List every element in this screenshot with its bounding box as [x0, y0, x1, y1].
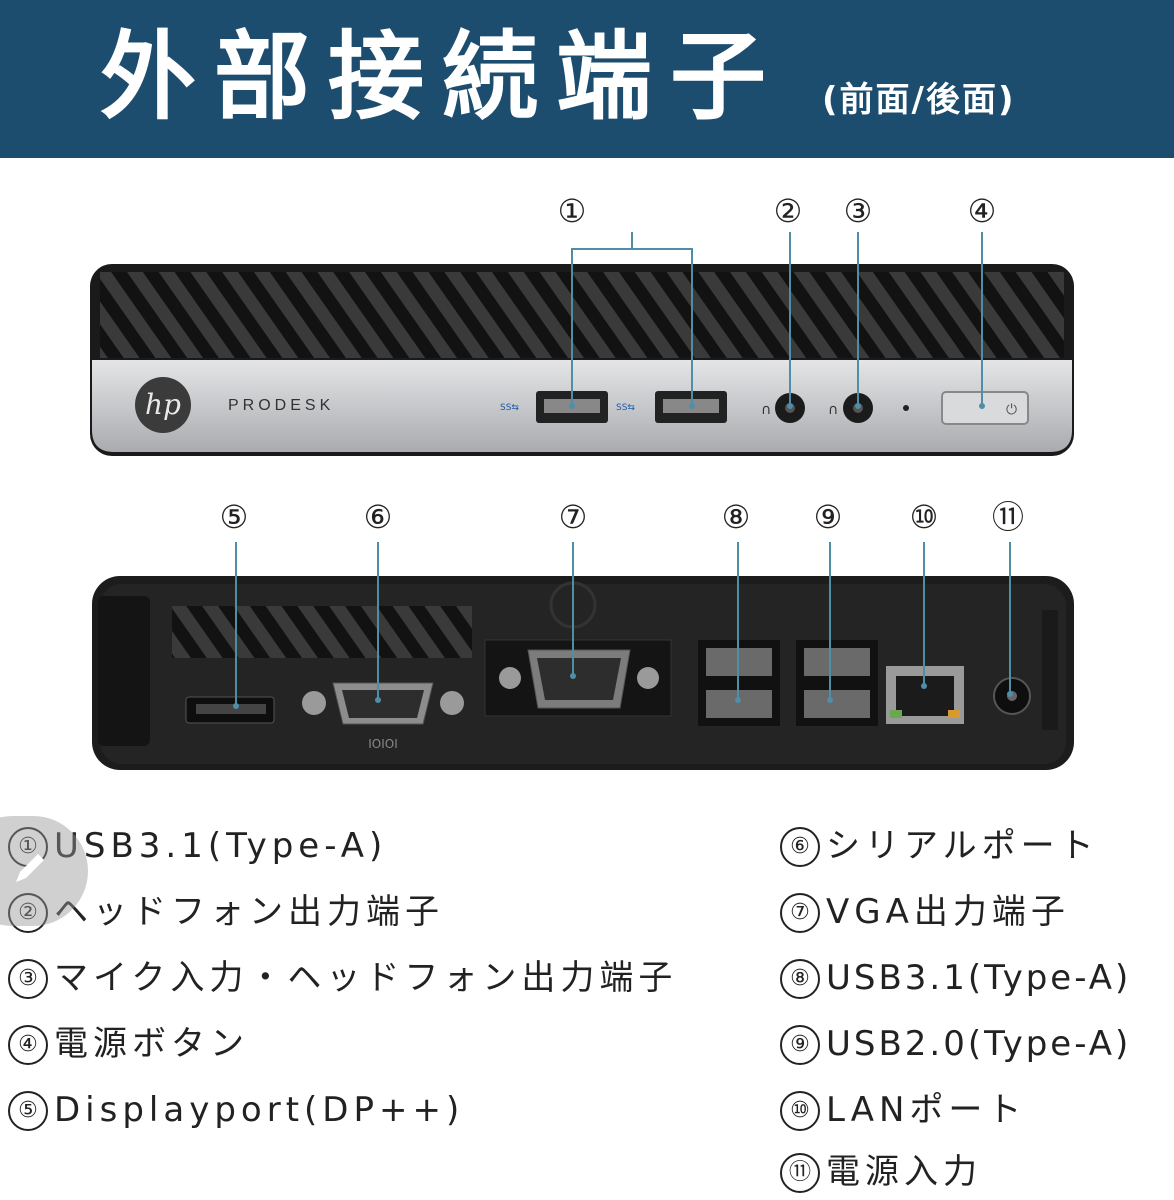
callout-6: ⑥: [364, 498, 393, 536]
callout-11: ⑪: [992, 498, 1024, 536]
svg-text:IOIOI: IOIOI: [368, 737, 398, 751]
port-label: ヘッドフォン出力端子: [54, 892, 444, 932]
port-number: ⑤: [8, 1091, 48, 1131]
port-label: 電源入力: [826, 1152, 982, 1192]
callout-10: ⑩: [910, 498, 939, 536]
svg-text:SS⇆: SS⇆: [500, 403, 519, 413]
svg-text:SS⇆: SS⇆: [616, 403, 635, 413]
port-number: ⑨: [780, 1025, 820, 1065]
port-label: マイク入力・ヘッドフォン出力端子: [54, 958, 678, 998]
rear-view: IOIOI: [92, 498, 1074, 770]
svg-text:∩: ∩: [828, 402, 838, 418]
svg-text:∩: ∩: [761, 402, 771, 418]
port-label: Displayport(DP++): [54, 1090, 465, 1130]
title-banner: 外部接続端子 (前面/後面): [0, 0, 1174, 158]
port-number: ⑦: [780, 893, 820, 933]
port-number: ④: [8, 1025, 48, 1065]
front-callout-lines: [571, 232, 983, 406]
page-title: 外部接続端子: [100, 21, 784, 133]
hp-logo-icon: [135, 377, 191, 433]
callout-1: ①: [558, 192, 587, 230]
power-icon: ⏻: [1006, 402, 1017, 418]
port-label: VGA出力端子: [826, 892, 1070, 932]
port-label: USB2.0(Type-A): [826, 1024, 1132, 1064]
callout-2: ②: [774, 192, 803, 230]
pencil-icon: [16, 854, 44, 882]
callout-8: ⑧: [722, 498, 751, 536]
port-number: ⑧: [780, 959, 820, 999]
port-number: ⑩: [780, 1091, 820, 1131]
callout-3: ③: [844, 192, 873, 230]
callout-5: ⑤: [220, 498, 249, 536]
port-number: ③: [8, 959, 48, 999]
page-subtitle: (前面/後面): [822, 80, 1016, 120]
front-view: hp PRODESK SS⇆ SS⇆ ∩ ∩ ⏻: [90, 192, 1074, 456]
port-label: LANポート: [826, 1090, 1027, 1130]
port-label: シリアルポート: [826, 826, 1099, 866]
edit-button[interactable]: [0, 816, 88, 926]
rear-callout-lines: [235, 542, 1011, 706]
callout-7: ⑦: [559, 498, 588, 536]
power-button: [941, 391, 1029, 425]
port-number: ⑪: [780, 1153, 820, 1193]
model-label: PRODESK: [228, 397, 334, 414]
port-number: ⑥: [780, 827, 820, 867]
device-illustration: hp PRODESK SS⇆ SS⇆ ∩ ∩ ⏻: [90, 192, 1074, 770]
port-label: 電源ボタン: [54, 1024, 249, 1064]
port-label: USB3.1(Type-A): [54, 826, 388, 866]
port-label: USB3.1(Type-A): [826, 958, 1132, 998]
port-number: ②: [8, 893, 48, 933]
callout-4: ④: [968, 192, 997, 230]
hp-logo-text: hp: [145, 388, 181, 421]
callout-9: ⑨: [814, 498, 843, 536]
